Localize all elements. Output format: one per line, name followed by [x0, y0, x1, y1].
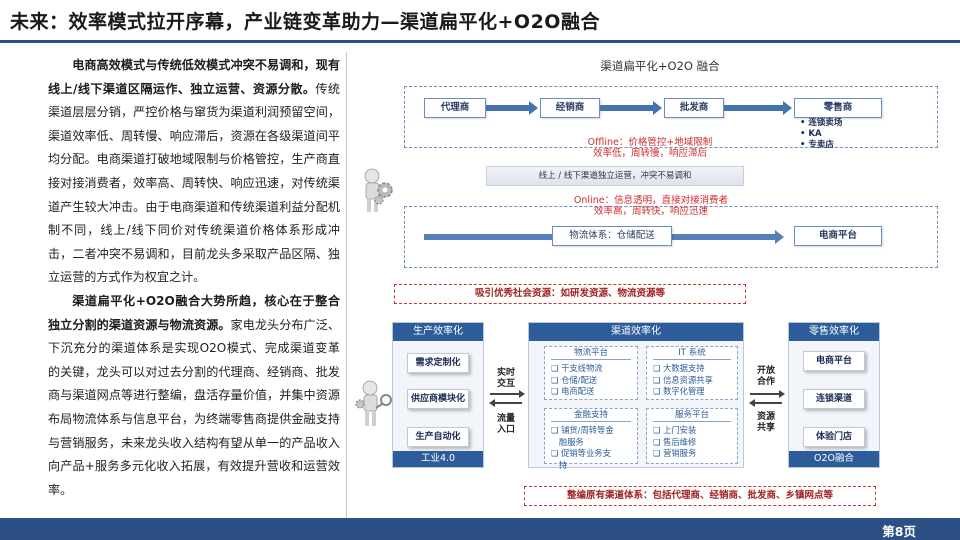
it-system-head: IT 系统	[653, 347, 731, 360]
page-title: 未来：效率模式拉开序幕，产业链变革助力—渠道扁平化+O2O融合	[10, 7, 600, 34]
service-platform-box: 服务平台 ❑ 上门安装 ❑ 售后维修 ❑ 营销服务	[646, 408, 738, 464]
right-label-top-line-1: 开放	[752, 366, 780, 377]
chain-arrow-3	[724, 105, 784, 111]
production-item-3: 生产自动化	[407, 427, 469, 447]
service-platform-list: ❑ 上门安装 ❑ 售后维修 ❑ 营销服务	[653, 425, 696, 460]
service-item-3: ❑ 营销服务	[653, 448, 696, 460]
service-platform-head: 服务平台	[653, 409, 731, 422]
logistics-item-3: ❑ 电商配送	[551, 386, 603, 398]
title-bar: 未来：效率模式拉开序幕，产业链变革助力—渠道扁平化+O2O融合	[0, 0, 960, 46]
production-head: 生产效率化	[393, 323, 483, 341]
paragraph-2-body: 家电龙头分布广泛、下沉充分的渠道体系是实现O2O模式、完成渠道变革的关键，龙头可…	[48, 318, 340, 497]
title-underline	[0, 40, 960, 43]
right-label-bottom-line-1: 资源	[752, 412, 780, 423]
footer-bar: 第8页	[0, 518, 960, 540]
robot-with-gear-icon	[358, 168, 394, 214]
left-label-bottom-line-2: 入口	[492, 425, 520, 436]
logistics-item-1: ❑ 干支线物流	[551, 363, 603, 375]
left-label-top-line-2: 交互	[492, 379, 520, 390]
paragraph-1-lead: 电商高效模式与传统低效模式冲突不易调和，现有线上/线下渠道区隔运作、独立运营、资…	[48, 58, 340, 96]
retail-bullet-1: • 连锁卖场	[800, 118, 842, 129]
finance-item-2: ❑ 促销等业务支	[551, 448, 614, 460]
finance-support-box: 金融支持 ❑ 铺货/周转等金 融服务 ❑ 促销等业务支 持	[544, 408, 638, 464]
paragraph-1-body: 传统渠道层层分销，严控价格与窜货为渠道利润预留空间，渠道效率低、周转慢、响应滞后…	[48, 82, 340, 285]
right-label-top: 开放 合作	[752, 366, 780, 388]
online-note-line-2: 效率高，周转快，响应迅速	[556, 206, 746, 217]
it-system-box: IT 系统 ❑ 大数据支持 ❑ 信息资源共享 ❑ 数字化管理	[646, 346, 738, 400]
chain-node-wholesaler: 批发商	[664, 98, 724, 118]
left-label-bottom: 流量 入口	[492, 414, 520, 436]
arrow-channel-to-production	[494, 402, 522, 404]
chain-node-agent: 代理商	[424, 98, 486, 118]
arrow-production-to-channel	[490, 393, 520, 395]
chain-node-dealer: 经销商	[540, 98, 600, 118]
production-foot: 工业4.0	[393, 451, 483, 467]
right-label-bottom-line-2: 共享	[752, 423, 780, 434]
it-item-2: ❑ 信息资源共享	[653, 375, 713, 387]
consolidate-banner: 整编原有渠道体系：包括代理商、经销商、批发商、乡镇网点等	[524, 486, 876, 506]
offline-note: Offline：价格管控+地域限制 效率低，周转慢，响应滞后	[560, 137, 740, 159]
paragraph-2: 渠道扁平化+O2O融合大势所趋，核心在于整合独立分割的渠道资源与物流资源。家电龙…	[48, 290, 340, 502]
diagram-title: 渠道扁平化+O2O 融合	[350, 58, 960, 74]
left-label-top: 实时 交互	[492, 368, 520, 390]
ecommerce-node: 电商平台	[794, 226, 882, 246]
logistics-item-2: ❑ 仓储/配送	[551, 375, 603, 387]
arrow-retail-to-channel	[754, 402, 782, 404]
conflict-band: 线上 / 线下渠道独立运营，冲突不易调和	[486, 166, 744, 186]
finance-support-head: 金融支持	[551, 409, 631, 422]
right-label-top-line-2: 合作	[752, 377, 780, 388]
production-item-2: 供应商模块化	[407, 389, 469, 409]
service-item-2: ❑ 售后维修	[653, 437, 696, 449]
retail-bullets: • 连锁卖场 • KA • 专卖店	[800, 118, 842, 151]
retail-item-2: 连锁渠道	[803, 389, 865, 409]
chain-arrow-1	[486, 105, 530, 111]
production-item-1: 需求定制化	[407, 353, 469, 373]
chain-arrow-2	[600, 105, 654, 111]
logistics-node: 物流体系：仓储配送	[552, 226, 672, 246]
column-divider	[346, 52, 347, 520]
finance-item-1: ❑ 铺货/周转等金	[551, 425, 614, 437]
finance-item-2-cont: 持	[551, 460, 614, 472]
it-system-list: ❑ 大数据支持 ❑ 信息资源共享 ❑ 数字化管理	[653, 363, 713, 398]
production-panel: 生产效率化 需求定制化 供应商模块化 生产自动化 工业4.0	[392, 322, 484, 468]
retail-item-1: 电商平台	[803, 351, 865, 371]
retail-foot: O2O融合	[789, 451, 879, 467]
chain-node-retailer: 零售商	[794, 98, 882, 118]
logistics-platform-list: ❑ 干支线物流 ❑ 仓储/配送 ❑ 电商配送	[551, 363, 603, 398]
robot-with-magnifier-icon	[354, 380, 394, 428]
page-number: 第8页	[882, 521, 916, 540]
body-text: 电商高效模式与传统低效模式冲突不易调和，现有线上/线下渠道区隔运作、独立运营、资…	[48, 54, 340, 502]
arrow-channel-to-retail	[750, 393, 780, 395]
offline-note-line-1: Offline：价格管控+地域限制	[560, 137, 740, 148]
right-label-bottom: 资源 共享	[752, 412, 780, 434]
attract-resources-banner: 吸引优秀社会资源：如研发资源、物流资源等	[394, 284, 746, 304]
it-item-1: ❑ 大数据支持	[653, 363, 713, 375]
service-item-1: ❑ 上门安装	[653, 425, 696, 437]
logistics-platform-head: 物流平台	[551, 347, 631, 360]
left-label-top-line-1: 实时	[492, 368, 520, 379]
retail-bullet-3: • 专卖店	[800, 140, 842, 151]
left-label-bottom-line-1: 流量	[492, 414, 520, 425]
offline-note-line-2: 效率低，周转慢，响应滞后	[560, 148, 740, 159]
retail-panel: 零售效率化 电商平台 连锁渠道 体验门店 O2O融合	[788, 322, 880, 468]
it-item-3: ❑ 数字化管理	[653, 386, 713, 398]
retail-bullet-2: • KA	[800, 129, 842, 140]
channel-head: 渠道效率化	[529, 323, 743, 341]
finance-support-list: ❑ 铺货/周转等金 融服务 ❑ 促销等业务支 持	[551, 425, 614, 471]
paragraph-1: 电商高效模式与传统低效模式冲突不易调和，现有线上/线下渠道区隔运作、独立运营、资…	[48, 54, 340, 290]
online-note-line-1: Online：信息透明，直接对接消费者	[556, 195, 746, 206]
logistics-platform-box: 物流平台 ❑ 干支线物流 ❑ 仓储/配送 ❑ 电商配送	[544, 346, 638, 400]
online-note: Online：信息透明，直接对接消费者 效率高，周转快，响应迅速	[556, 195, 746, 217]
retail-item-3: 体验门店	[803, 427, 865, 447]
retail-head: 零售效率化	[789, 323, 879, 341]
finance-item-1-cont: 融服务	[551, 437, 614, 449]
